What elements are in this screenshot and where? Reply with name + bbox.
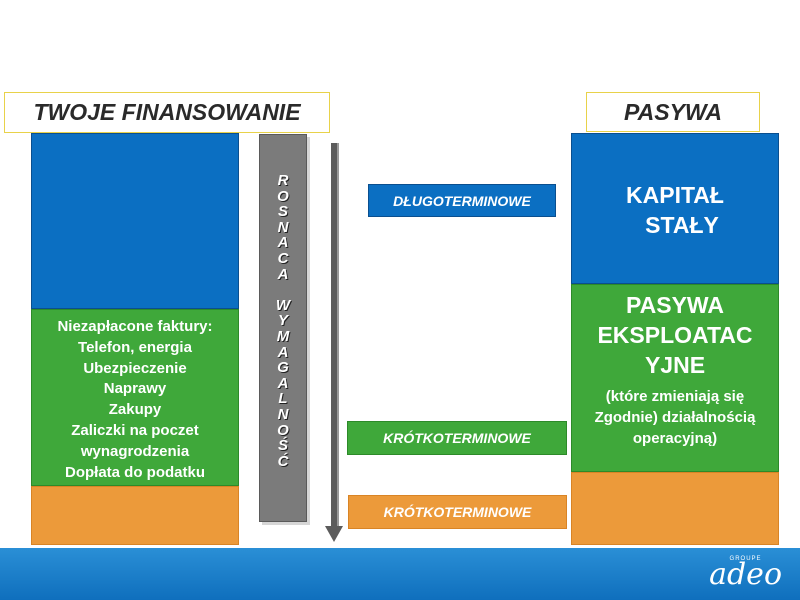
vertical-letter: O	[277, 421, 289, 439]
sub-line: (które zmieniają się	[605, 388, 745, 405]
sub-line: operacyjną)	[632, 430, 718, 447]
logo-groupe-text: GROUPE	[729, 556, 762, 562]
vertical-letter: N	[277, 218, 289, 236]
left-green-block: Niezapłacone faktury: Telefon, energia U…	[31, 309, 239, 486]
label-krotkoterminowe-green: KRÓTKOTERMINOWE	[347, 421, 567, 455]
left-orange-block	[31, 486, 239, 545]
right-blue-block: KAPITAŁ STAŁY	[571, 133, 779, 284]
pasywa-eksploatacyjne-title: PASYWA EKSPLOATAC YJNE	[572, 285, 778, 380]
vertical-letter: A	[277, 374, 289, 392]
vertical-letter: A	[277, 343, 289, 361]
left-blue-block	[31, 133, 239, 309]
vertical-letter: Y	[277, 312, 288, 330]
logo-adeo-text: adeo	[709, 557, 782, 592]
vertical-letter: O	[277, 187, 289, 205]
left-green-line: Dopłata do podatku	[65, 463, 205, 481]
vertical-letter: M	[276, 327, 290, 345]
right-green-block: PASYWA EKSPLOATAC YJNE (które zmieniają …	[571, 284, 779, 472]
left-green-text: Niezapłacone faktury: Telefon, energia U…	[32, 310, 238, 483]
vertical-bar: R O S N A C A W Y M A G A L N O Ś Ć	[259, 134, 307, 522]
staly-line: STAŁY	[645, 212, 719, 238]
left-green-line: Zakupy	[108, 401, 162, 419]
title-line: YJNE	[644, 352, 706, 378]
vertical-letter: Ć	[277, 452, 289, 470]
right-orange-block	[571, 472, 779, 545]
vertical-letters: R O S N A C A W Y M A G A L N O Ś Ć	[260, 173, 306, 469]
vertical-letter: L	[278, 390, 288, 408]
vertical-letter: Ś	[277, 437, 288, 455]
kapital-staly-text: KAPITAŁ STAŁY	[572, 134, 778, 240]
left-green-line: Ubezpieczenie	[83, 359, 187, 377]
down-arrow-shaft	[331, 143, 337, 528]
vertical-letter: N	[277, 405, 289, 423]
kapital-line: KAPITAŁ	[626, 182, 724, 208]
left-green-line: Zaliczki na poczet	[71, 421, 199, 439]
left-title: TWOJE FINANSOWANIE	[4, 92, 330, 133]
vertical-letter: W	[275, 296, 291, 314]
vertical-gap	[260, 282, 306, 298]
vertical-letter: G	[277, 359, 289, 377]
adeo-logo: GROUPE adeo	[709, 556, 782, 592]
vertical-letter: R	[277, 172, 289, 189]
title-line: PASYWA	[626, 292, 724, 318]
label-krotkoterminowe-orange: KRÓTKOTERMINOWE	[348, 495, 567, 529]
vertical-letter: C	[277, 249, 289, 267]
vertical-letter: S	[277, 203, 288, 221]
left-green-line: wynagrodzenia	[80, 442, 190, 460]
title-line: EKSPLOATAC	[597, 322, 753, 348]
footer-band	[0, 548, 800, 600]
right-title: PASYWA	[586, 92, 760, 132]
left-green-line: Niezapłacone faktury:	[57, 318, 213, 335]
left-green-line: Naprawy	[103, 380, 167, 398]
vertical-letter: A	[277, 265, 289, 283]
vertical-letter: A	[277, 234, 289, 252]
sub-line: Zgodnie) działalnością	[594, 409, 756, 426]
down-arrow-icon	[325, 526, 343, 542]
left-green-line: Telefon, energia	[78, 338, 192, 356]
pasywa-eksploatacyjne-sub: (które zmieniają się Zgodnie) działalnoś…	[572, 380, 778, 449]
label-dlugoterminowe: DŁUGOTERMINOWE	[368, 184, 556, 217]
